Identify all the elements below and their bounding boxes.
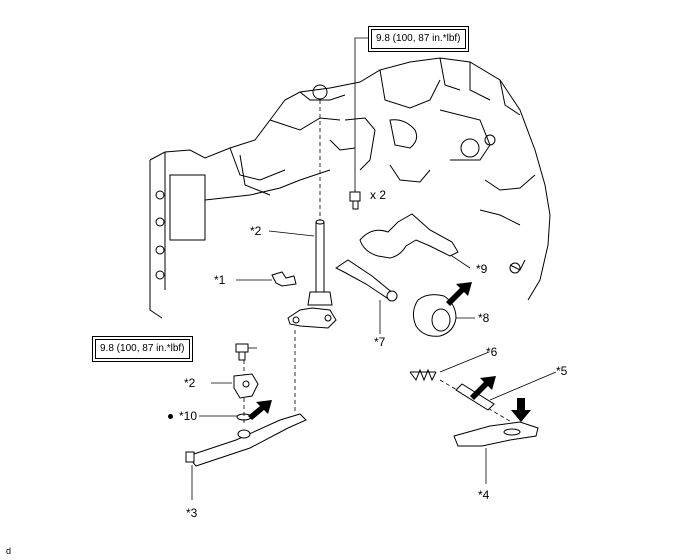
callout-9: *9	[476, 262, 488, 276]
lower-bracket	[233, 343, 259, 399]
callout-2-lower: *2	[184, 376, 196, 390]
arrow-icon	[511, 398, 531, 422]
roller-part	[412, 294, 457, 337]
bolt-top	[349, 191, 361, 210]
shift-fork	[359, 213, 459, 259]
detent-rod	[335, 259, 398, 302]
arrow-icons	[248, 282, 531, 422]
callout-8: *8	[478, 311, 490, 325]
torque-spec-left: 9.8 (100, 87 in.*lbf)	[95, 339, 190, 359]
shift-shaft	[287, 219, 337, 329]
callout-4: *4	[478, 488, 490, 502]
arm-part	[453, 421, 539, 447]
torque-spec-top-box: 9.8 (100, 87 in.*lbf)	[368, 26, 469, 52]
transmission-case	[149, 57, 551, 319]
footnote: d	[6, 546, 12, 556]
callout-10-label: *10	[179, 409, 198, 423]
quantity-note: x 2	[370, 188, 387, 202]
callout-3: *3	[186, 506, 198, 520]
spring-part	[409, 368, 437, 382]
callout-10: *10	[168, 409, 197, 423]
callout-6: *6	[486, 345, 498, 359]
arrow-icon	[248, 400, 272, 420]
callout-5: *5	[556, 364, 568, 378]
callout-7: *7	[374, 335, 386, 349]
arrow-icon	[470, 376, 496, 400]
torque-spec-left-box: 9.8 (100, 87 in.*lbf)	[92, 336, 193, 362]
leader-lines	[191, 37, 557, 500]
arrow-icon	[446, 282, 472, 306]
callout-1: *1	[214, 273, 226, 287]
clip-part	[271, 271, 297, 287]
torque-spec-top: 9.8 (100, 87 in.*lbf)	[371, 29, 466, 49]
lever-part	[185, 413, 307, 467]
bullet-icon	[168, 414, 173, 420]
callout-2-upper: *2	[250, 224, 262, 238]
